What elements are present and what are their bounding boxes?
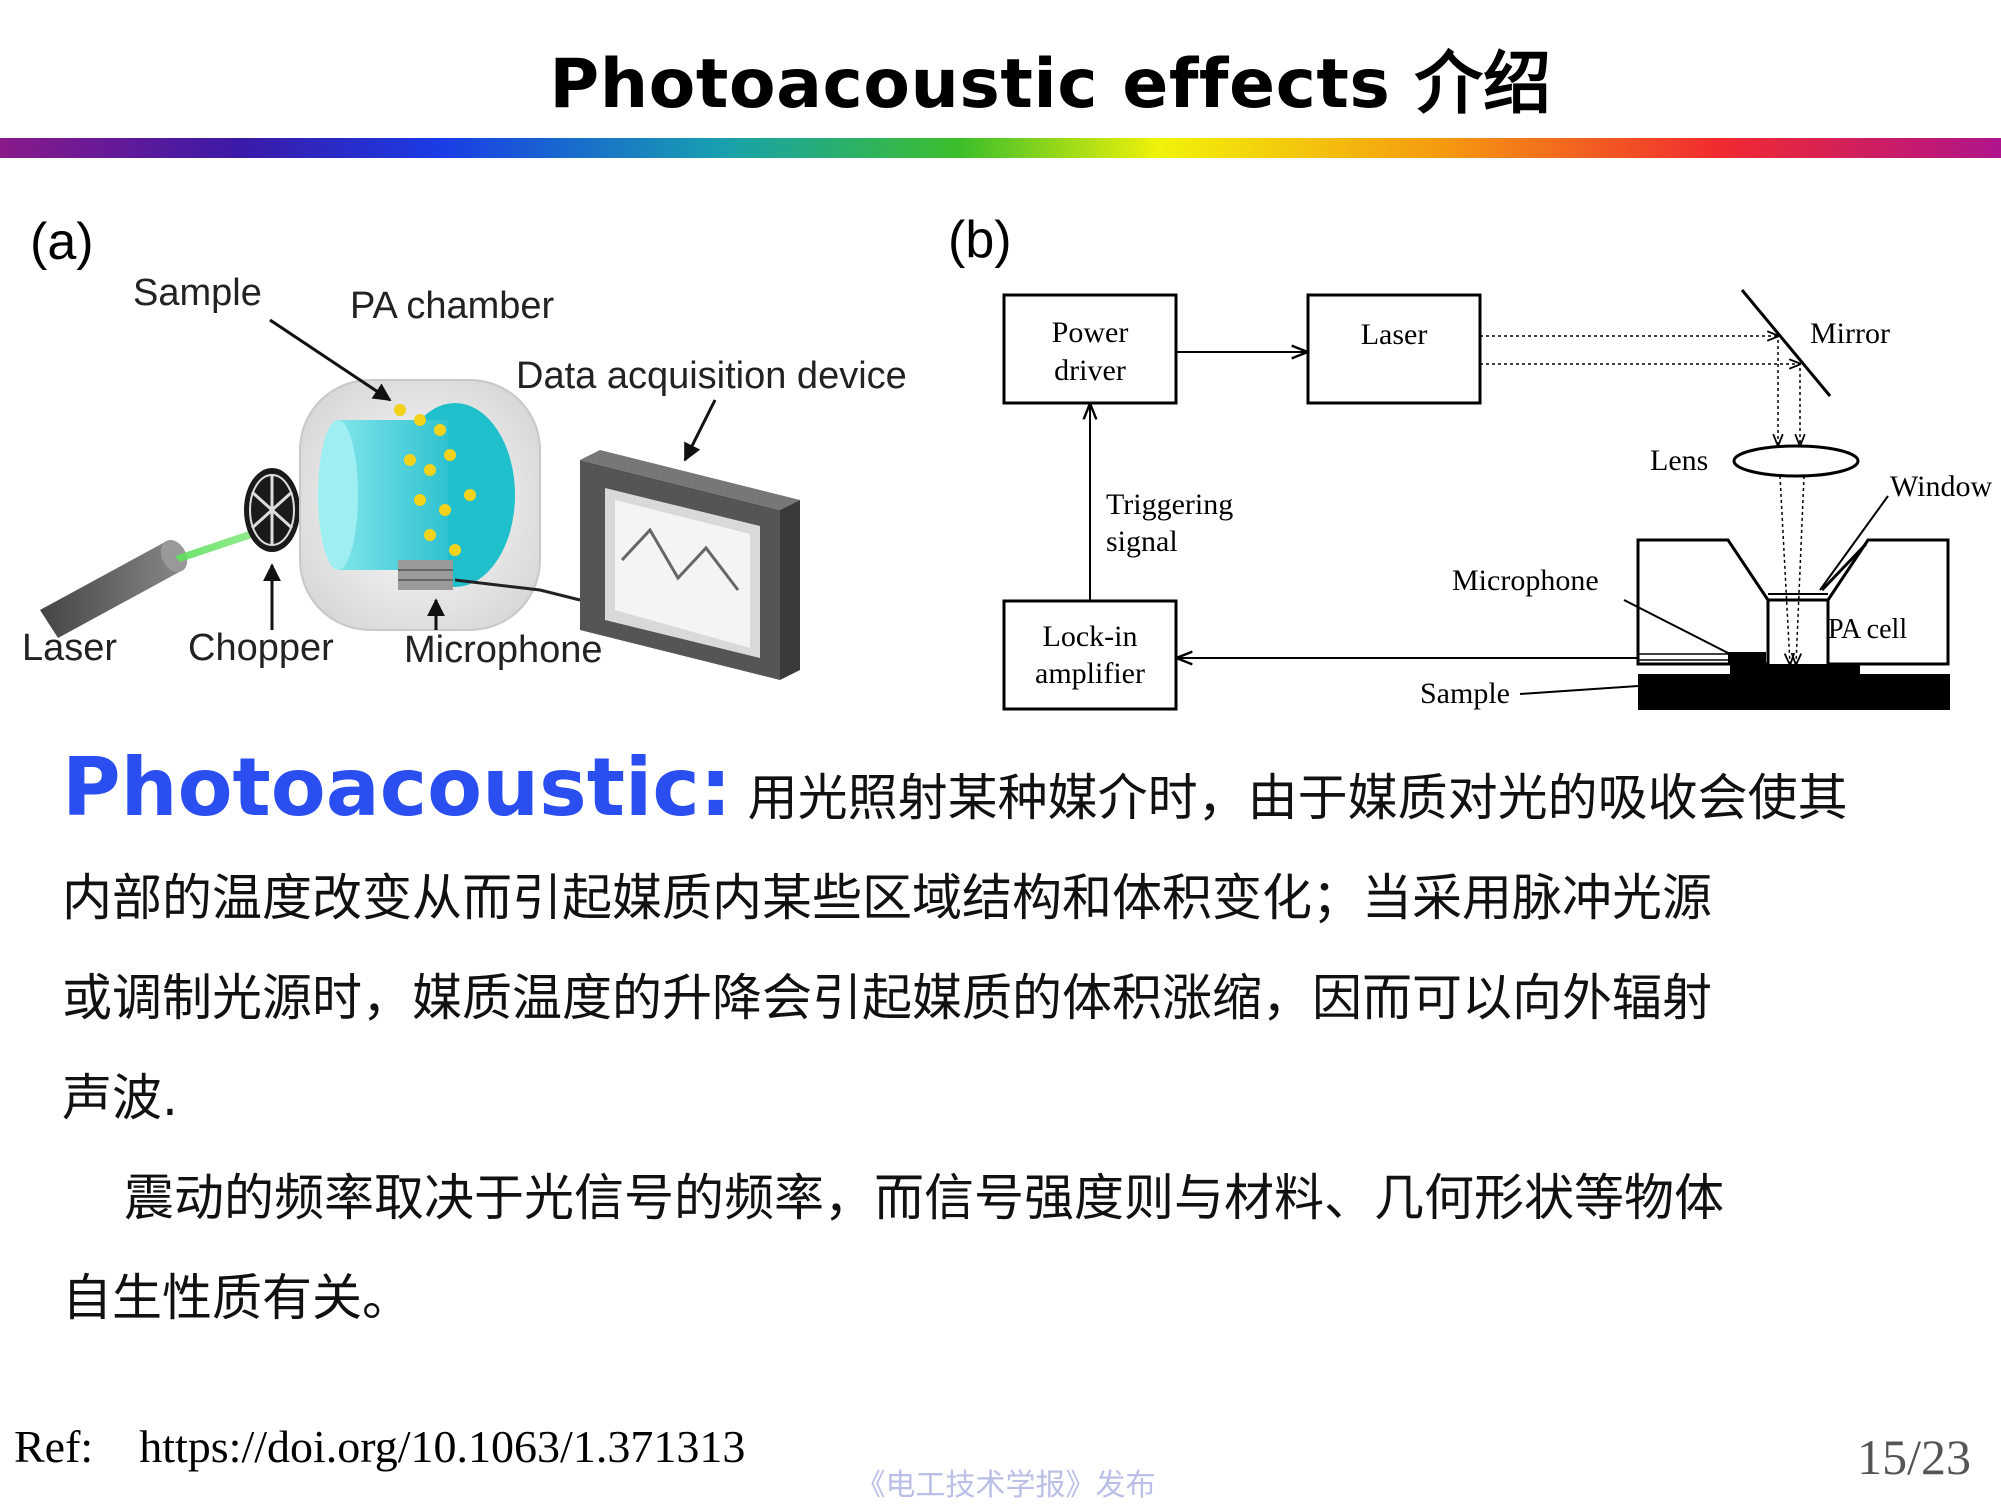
window-label: Window	[1890, 470, 1992, 503]
label-chopper: Chopper	[188, 627, 334, 669]
arrow-daq	[683, 399, 717, 462]
page-number: 15/23	[1857, 1429, 1971, 1485]
laser-box: Laser	[1306, 293, 1482, 405]
mirror	[1740, 289, 1832, 397]
body-line-2: 内部的温度改变从而引起媒质内某些区域结构和体积变化；当采用脉冲光源	[62, 869, 1712, 927]
photoacoustic-setup-figure: Sample PA chamber Data acquisition devic…	[22, 272, 907, 680]
panel-a-label: (a)	[30, 213, 94, 271]
microphone-pointer	[1623, 599, 1731, 655]
body-line-5: 震动的频率取决于光信号的频率，而信号强度则与材料、几何形状等物体	[124, 1169, 1724, 1227]
lockin-label-2: amplifier	[1035, 657, 1145, 690]
microphone-label: Microphone	[1452, 564, 1599, 597]
body-line-6: 自生性质有关。	[62, 1269, 412, 1327]
body-line-1: Photoacoustic: 用光照射某种媒介时，由于媒质对光的吸收会使其	[62, 738, 1942, 848]
slide-title: Photoacoustic effects 介绍	[0, 28, 2001, 127]
sample-particles	[394, 404, 476, 556]
label-sample: Sample	[133, 272, 262, 314]
body-line-4: 声波.	[62, 1069, 178, 1127]
rainbow-divider	[0, 138, 2001, 158]
sample-base	[1638, 674, 1950, 710]
keyword-photoacoustic: Photoacoustic:	[62, 741, 732, 834]
body-line-1-text: 用光照射某种媒介时，由于媒质对光的吸收会使其	[747, 769, 1848, 827]
pa-cell: PA cell	[1636, 538, 1950, 666]
label-pa-chamber: PA chamber	[350, 285, 555, 327]
laser-box-label: Laser	[1361, 318, 1428, 351]
power-driver-label-2: driver	[1054, 354, 1126, 387]
panel-b-label: (b)	[948, 211, 1012, 269]
publisher-watermark: 《电工技术学报》发布	[0, 1460, 2001, 1504]
lens	[1732, 444, 1860, 478]
reference: Ref: https://doi.org/10.1063/1.371313	[14, 1421, 746, 1472]
publisher-text: 《电工技术学报》发布	[855, 1468, 1156, 1503]
body-text: Photoacoustic: 用光照射某种媒介时，由于媒质对光的吸收会使其 内部…	[62, 738, 1942, 1348]
lockin-label-1: Lock-in	[1043, 620, 1138, 653]
pa-cell-label: PA cell	[1828, 614, 1907, 645]
pa-chamber	[299, 379, 541, 631]
label-laser: Laser	[22, 627, 117, 669]
arrow-sample	[269, 318, 392, 402]
triggering-label-2: signal	[1106, 525, 1178, 558]
data-cable	[454, 578, 581, 602]
label-microphone: Microphone	[404, 629, 603, 671]
power-driver-box: Power driver	[1002, 293, 1178, 405]
lens-label: Lens	[1650, 444, 1708, 477]
pa-cell-schematic: Power driver Laser Mirror Lens Window PA…	[1002, 289, 1992, 711]
beam-focus-2	[1796, 475, 1805, 664]
sample-pointer	[1519, 685, 1639, 695]
window-pointer	[1819, 495, 1889, 591]
mirror-label: Mirror	[1810, 317, 1890, 350]
power-driver-label-1: Power	[1052, 316, 1129, 349]
beam-focus-1	[1779, 475, 1790, 664]
laser-device	[40, 539, 188, 638]
body-line-3: 或调制光源时，媒质温度的升降会引起媒质的体积涨缩，因而可以向外辐射	[62, 969, 1712, 1027]
lockin-amplifier-box: Lock-in amplifier	[1002, 599, 1178, 711]
sample-label: Sample	[1420, 677, 1510, 710]
slide-title-text: Photoacoustic effects 介绍	[549, 45, 1552, 124]
triggering-label-1: Triggering	[1106, 488, 1233, 521]
chopper-wheel	[244, 468, 300, 552]
microphone	[1728, 652, 1766, 664]
sample-layer	[1730, 664, 1860, 674]
data-acquisition-device	[580, 450, 800, 680]
label-daq: Data acquisition device	[516, 355, 907, 397]
